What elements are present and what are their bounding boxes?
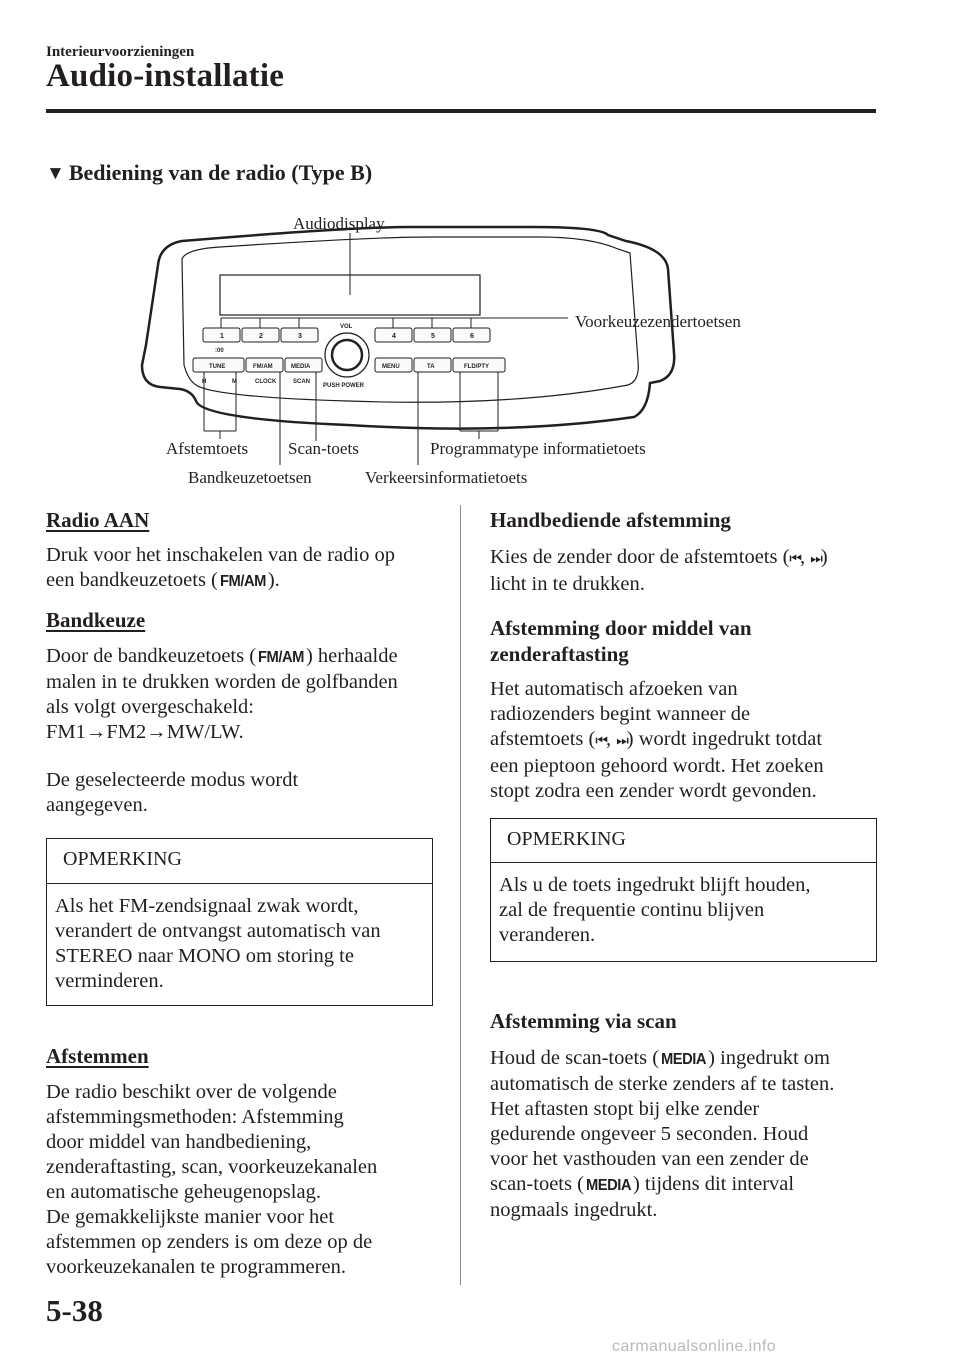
fmam-button-label: FM/AM bbox=[253, 364, 273, 370]
preset-label-1: 1 bbox=[220, 333, 224, 340]
label-ta-button: Verkeersinformatietoets bbox=[365, 468, 527, 487]
manual-tuning-heading: Handbediende afstemming bbox=[490, 508, 731, 532]
watermark: carmanualsonline.info bbox=[612, 1338, 777, 1355]
label-preset-buttons: Voorkeuzezendertoetsen bbox=[575, 312, 741, 331]
column-divider bbox=[460, 505, 461, 1285]
fld-pty-button bbox=[452, 357, 506, 373]
track-prev-icon: ⏮ bbox=[595, 733, 608, 749]
media-key: MEDIA bbox=[585, 1177, 632, 1194]
manual-tuning-text: Kies de zender door de afstemtoets (⏮, ⏭… bbox=[490, 546, 828, 595]
media-button bbox=[284, 357, 323, 373]
note-body: Als het FM-zendsignaal zwak wordt, veran… bbox=[55, 895, 381, 992]
note-box-hold: OPMERKING Als u de toets ingedrukt blijf… bbox=[490, 818, 877, 962]
tune-button-label: TUNE bbox=[209, 364, 225, 370]
clock-label: CLOCK bbox=[255, 379, 277, 385]
track-prev-icon: ⏮ bbox=[789, 551, 802, 567]
volume-knob-outer bbox=[324, 332, 370, 378]
media-button-label: MEDIA bbox=[291, 364, 311, 370]
fmam-button bbox=[245, 357, 284, 373]
scan-tuning-heading: Afstemming via scan bbox=[490, 1009, 677, 1033]
band-select-heading: Bandkeuze bbox=[46, 608, 146, 632]
track-next-icon: ⏭ bbox=[810, 551, 823, 567]
label-scan-button: Scan-toets bbox=[288, 439, 359, 458]
tuning-text: De radio beschikt over de volgende afste… bbox=[46, 1081, 378, 1278]
minute-label: M bbox=[232, 379, 237, 385]
tuning-heading: Afstemmen bbox=[46, 1044, 149, 1068]
header-rule bbox=[46, 109, 876, 113]
scan-tuning-text: Houd de scan-toets (MEDIA) ingedrukt om … bbox=[490, 1047, 835, 1221]
menu-button bbox=[374, 357, 413, 373]
preset-label-6: 6 bbox=[470, 333, 474, 340]
preset-label-4: 4 bbox=[392, 333, 396, 340]
note-body: Als u de toets ingedrukt blijft houden, … bbox=[499, 874, 811, 946]
track-next-icon: ⏭ bbox=[616, 733, 629, 749]
radio-on-heading: Radio AAN bbox=[46, 508, 150, 532]
preset-label-2: 2 bbox=[259, 333, 263, 340]
radio-on-text: Druk voor het inschakelen van de radio o… bbox=[46, 543, 446, 594]
unit-outer-bezel bbox=[140, 225, 676, 430]
fmam-key: FM/AM bbox=[219, 573, 266, 590]
unit-faceplate bbox=[181, 236, 639, 403]
seek-tuning-text: Het automatisch afzoeken van radiozender… bbox=[490, 678, 824, 802]
triangle-down-icon: ▼ bbox=[46, 163, 65, 184]
note-heading: OPMERKING bbox=[47, 839, 432, 884]
note-heading: OPMERKING bbox=[491, 819, 876, 863]
page-number: 5-38 bbox=[46, 1293, 103, 1328]
fmam-key: FM/AM bbox=[258, 649, 304, 666]
section-title: Audio-installatie bbox=[46, 58, 285, 94]
label-band-buttons: Bandkeuzetoetsen bbox=[188, 468, 312, 487]
note-box-fm: OPMERKING Als het FM-zendsignaal zwak wo… bbox=[46, 838, 433, 1006]
label-audiodisplay: Audiodisplay bbox=[293, 214, 385, 233]
label-tune-button: Afstemtoets bbox=[166, 439, 248, 458]
media-key: MEDIA bbox=[661, 1051, 707, 1068]
vol-label: VOL bbox=[340, 324, 353, 330]
preset-label-5: 5 bbox=[431, 333, 435, 340]
clock-zero-label: :00 bbox=[215, 348, 224, 354]
audio-unit-diagram: 1 2 3 4 5 6 :00 VOL TUNE FM/AM MEDIA MEN… bbox=[140, 214, 741, 487]
band-select-text: Door de bandkeuzetoets (FM/AM) herhaalde… bbox=[46, 645, 398, 816]
subsection-title: ▼ Bediening van de radio (Type B) bbox=[46, 160, 372, 186]
ta-button bbox=[413, 357, 452, 373]
preset-label-3: 3 bbox=[298, 333, 302, 340]
label-pty-button: Programmatype informatietoets bbox=[430, 439, 646, 458]
seek-tuning-heading: Afstemming door middel van zenderaftasti… bbox=[490, 616, 752, 666]
push-power-label: PUSH POWER bbox=[323, 383, 365, 389]
scan-label: SCAN bbox=[293, 379, 310, 385]
ta-button-label: TA bbox=[427, 364, 435, 370]
leader-lines bbox=[203, 233, 568, 465]
menu-button-label: MENU bbox=[382, 364, 400, 370]
tune-button bbox=[192, 357, 245, 373]
subsection-title-text: Bediening van de radio (Type B) bbox=[68, 160, 373, 185]
fld-pty-button-label: FLD/PTY bbox=[464, 364, 489, 370]
volume-knob bbox=[330, 338, 364, 372]
chapter-title: Interieurvoorzieningen bbox=[46, 44, 195, 60]
